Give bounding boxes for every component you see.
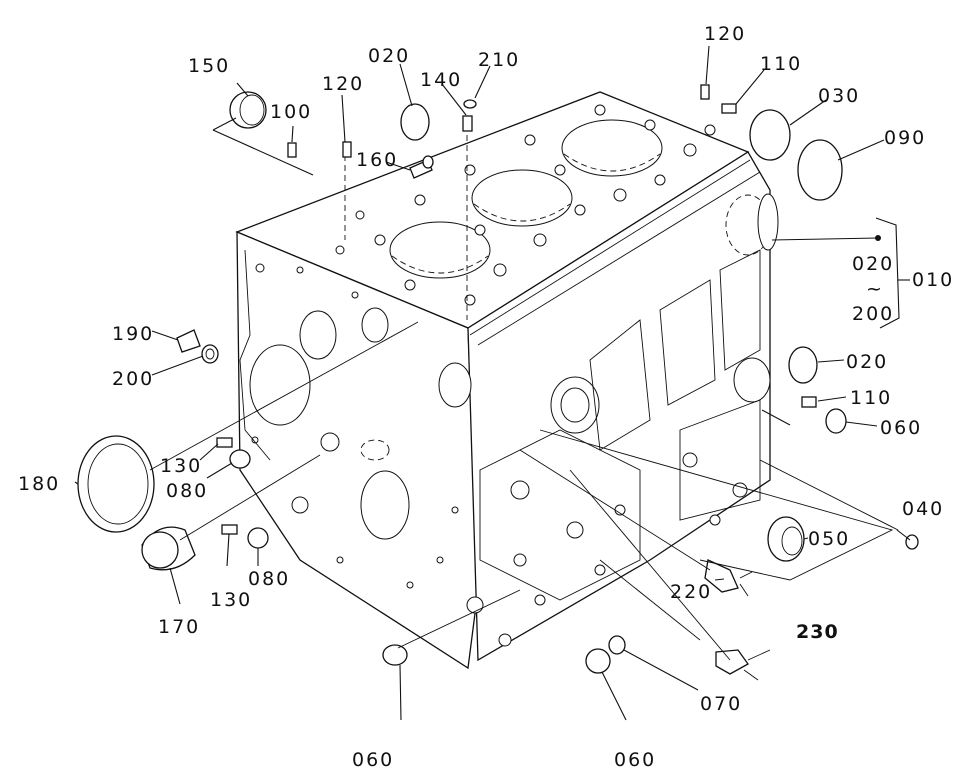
leader-lines [74, 45, 911, 721]
label-160: 160 [356, 149, 398, 171]
label-020-right: 020 [846, 351, 888, 373]
label-110-right: 110 [850, 387, 892, 409]
label-190: 190 [112, 323, 154, 345]
label-200: 200 [112, 368, 154, 390]
label-120-left: 120 [322, 73, 364, 95]
label-050: 050 [808, 528, 850, 550]
cylinder-block [235, 91, 779, 670]
label-150: 150 [188, 55, 230, 77]
part-labels: 150 100 120 020 140 210 160 120 110 030 … [18, 23, 954, 771]
loose-parts [77, 84, 919, 681]
label-180: 180 [18, 473, 60, 495]
label-040: 040 [902, 498, 944, 520]
label-080-top: 080 [166, 480, 208, 502]
label-170: 170 [158, 616, 200, 638]
label-210: 210 [478, 49, 520, 71]
label-100: 100 [270, 101, 312, 123]
label-120-right: 120 [704, 23, 746, 45]
label-060-bottom-middle: 060 [614, 749, 656, 771]
label-070: 070 [700, 693, 742, 715]
label-010: 010 [912, 269, 954, 291]
label-range-tilde: ~ [866, 278, 884, 300]
label-230: 230 [796, 621, 839, 643]
label-220: 220 [670, 581, 712, 603]
label-140: 140 [420, 69, 462, 91]
label-200-range-end: 200 [852, 303, 894, 325]
label-060-right: 060 [880, 417, 922, 439]
label-130-top: 130 [160, 455, 202, 477]
label-060-bottom-left: 060 [352, 749, 394, 771]
label-090: 090 [884, 127, 926, 149]
label-130-bottom: 130 [210, 589, 252, 611]
label-020-range-start: 020 [852, 253, 894, 275]
label-110-top: 110 [760, 53, 802, 75]
label-080-bottom: 080 [248, 568, 290, 590]
label-020-top: 020 [368, 45, 410, 67]
label-030: 030 [818, 85, 860, 107]
